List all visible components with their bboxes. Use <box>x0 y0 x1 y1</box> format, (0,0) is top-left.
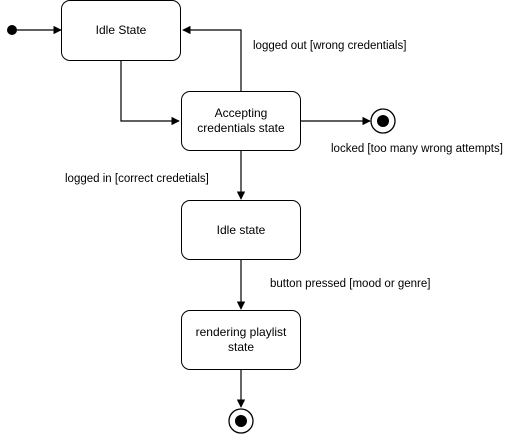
label-logged-out: logged out [wrong credentials] <box>253 40 407 52</box>
state-idle-top: Idle State <box>61 0 181 61</box>
label-button-pressed: button pressed [mood or genre] <box>270 278 431 290</box>
state-rendering-playlist: rendering playlist state <box>181 310 301 370</box>
transition-logged-out-arrow <box>182 25 242 91</box>
label-locked: locked [too many wrong attempts] <box>331 143 503 155</box>
final-state-bottom-inner <box>235 415 247 427</box>
transition-idle-to-accepting <box>120 61 180 126</box>
initial-state-dot <box>7 25 17 35</box>
label-logged-in: logged in [correct credetials] <box>65 173 209 185</box>
state-accepting-credentials: Accepting credentials state <box>181 91 301 151</box>
final-state-locked-inner <box>377 115 389 127</box>
state-idle: Idle state <box>181 200 301 260</box>
